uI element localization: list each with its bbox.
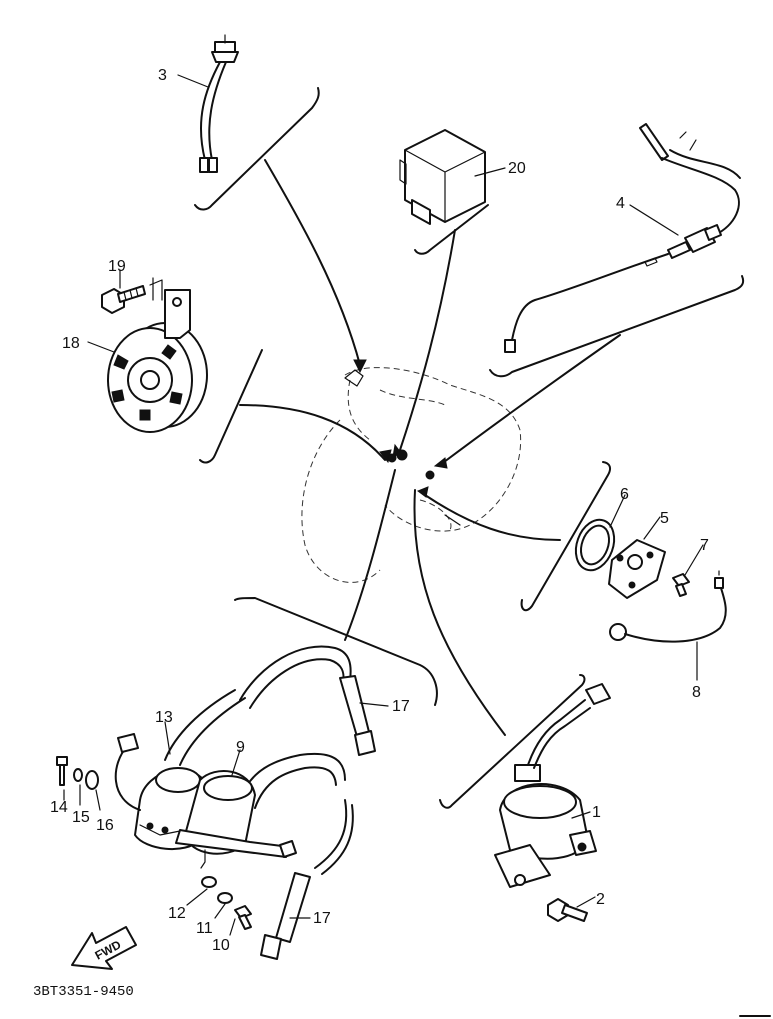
hardware-16-washer (85, 770, 99, 790)
diagram-code: 3BT3351-9450 (33, 984, 134, 1000)
callout-leaders (63, 74, 704, 936)
callout-10: 10 (212, 937, 230, 954)
part-2-bolt (547, 898, 588, 922)
part-8-lead-wire (609, 570, 727, 643)
part-9-ignition-coil (175, 752, 346, 869)
group-brackets (194, 87, 745, 809)
part-18-horn (107, 277, 208, 433)
callout-7: 7 (700, 537, 709, 554)
part-4-cable-switch (504, 123, 741, 353)
part-1-starter-relay (494, 683, 611, 888)
callout-17-lower: 17 (313, 910, 331, 927)
part-20-relay (399, 129, 486, 225)
part-7-screw (672, 573, 690, 597)
callout-20: 20 (508, 160, 526, 177)
callout-11: 11 (196, 920, 213, 937)
callout-16: 16 (96, 817, 114, 834)
hardware-14-bolt (56, 756, 68, 786)
hardware-12-washer (201, 876, 217, 888)
callout-2: 2 (596, 891, 605, 908)
hardware-11-washer (217, 892, 233, 904)
callout-3: 3 (158, 67, 167, 84)
part-17-plug-cap-upper (239, 645, 376, 756)
part-17-plug-cap-lower (260, 799, 354, 960)
callout-18: 18 (62, 335, 80, 352)
callout-14: 14 (50, 799, 68, 816)
callout-17-upper: 17 (392, 698, 410, 715)
callout-6: 6 (620, 486, 629, 503)
callout-15: 15 (72, 809, 90, 826)
callout-5: 5 (660, 510, 669, 527)
callout-19: 19 (108, 258, 126, 275)
hardware-10-bolt (234, 905, 252, 930)
leader-lines (239, 159, 621, 736)
callout-13: 13 (155, 709, 173, 726)
part-6-o-ring (574, 518, 616, 572)
callout-8: 8 (692, 684, 701, 701)
callout-4: 4 (616, 195, 625, 212)
part-3-switch (199, 34, 239, 173)
callout-9: 9 (236, 739, 245, 756)
part-5-sender (608, 539, 666, 599)
callout-12: 12 (168, 905, 186, 922)
callout-labels: 3 20 4 19 18 6 5 7 8 17 13 9 1 2 17 14 1… (50, 67, 709, 954)
callout-1: 1 (592, 804, 601, 821)
forward-direction-arrow: FWD (71, 926, 137, 970)
motorcycle-outline (301, 367, 522, 583)
hardware-15-lockwasher (73, 768, 83, 782)
part-19-bolt (101, 285, 146, 314)
